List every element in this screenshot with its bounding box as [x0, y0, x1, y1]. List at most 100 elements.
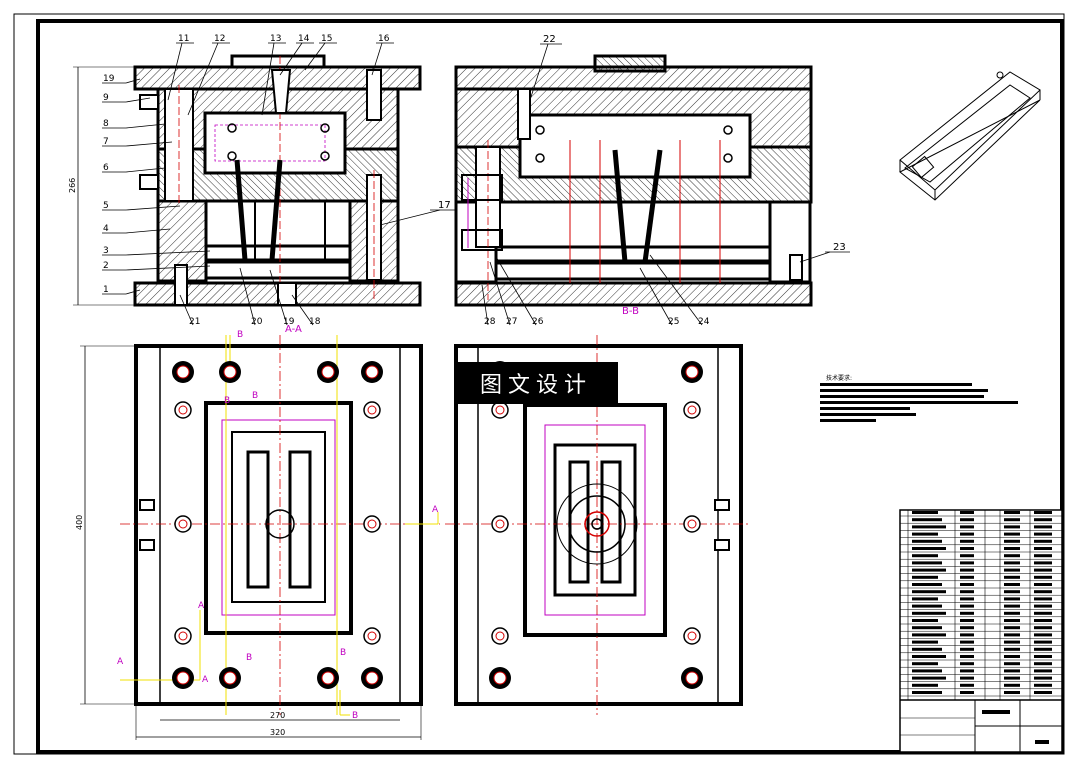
- bom-cell: [1034, 590, 1052, 594]
- bom-cell: [912, 583, 942, 586]
- leader-line: [125, 250, 211, 256]
- leader-line: [304, 42, 326, 71]
- bom-cell: [912, 611, 946, 615]
- leader-line: [125, 78, 141, 84]
- dimension-plan-height: 400: [75, 515, 84, 530]
- part-number-label: 28: [484, 317, 496, 327]
- screw-hole: [683, 627, 701, 645]
- leader-line: [261, 42, 275, 116]
- bom-cell: [1004, 590, 1020, 594]
- part-isometric-sketch: [899, 71, 1041, 201]
- bom-cell: [960, 662, 974, 666]
- part-number-label: 2: [103, 261, 109, 271]
- bom-cell: [1034, 619, 1052, 622]
- bom-cell: [1034, 604, 1052, 608]
- cut-marker-b-3: B: [252, 391, 258, 401]
- screw-hole: [491, 627, 509, 645]
- part-number-label: 19: [103, 74, 115, 84]
- part-number-label: 16: [378, 34, 390, 44]
- screw-hole: [687, 405, 697, 415]
- leader-line: [125, 289, 141, 295]
- leader-line: [125, 205, 181, 211]
- screw-hole: [178, 405, 188, 415]
- bolt-hole: [223, 671, 237, 685]
- bolt-hole: [685, 365, 699, 379]
- bom-cell: [1034, 611, 1052, 615]
- part-number-label: 6: [103, 163, 109, 173]
- cut-marker-b-1: B: [237, 330, 243, 340]
- bom-cell: [912, 511, 938, 514]
- bom-cell: [1034, 525, 1052, 529]
- bom-cell: [912, 554, 938, 558]
- part-number-label: 20: [251, 317, 263, 327]
- inner-border: [36, 19, 1064, 754]
- cut-marker-b-6: B: [352, 711, 358, 721]
- bolt-hole: [223, 365, 237, 379]
- leader-line: [125, 228, 171, 234]
- bom-cell: [1004, 626, 1020, 630]
- bom-cell: [1034, 662, 1052, 666]
- screw-hole: [495, 631, 505, 641]
- screw-hole: [495, 405, 505, 415]
- leader-line: [494, 254, 537, 326]
- bom-cell: [1004, 532, 1020, 536]
- screw-hole: [178, 631, 188, 641]
- bom-cell: [1034, 626, 1052, 630]
- cut-marker-b-2: B: [224, 396, 230, 406]
- bom-cell: [912, 575, 938, 579]
- bom-cell: [960, 691, 974, 694]
- part-number-label: 27: [506, 317, 517, 327]
- bom-cell: [960, 647, 974, 651]
- bom-cell: [912, 691, 942, 694]
- bom-cell: [1034, 511, 1052, 514]
- bom-cell: [1004, 691, 1020, 694]
- bom-cell: [1004, 655, 1020, 658]
- bom-cell: [1004, 518, 1020, 522]
- screw-hole: [687, 631, 697, 641]
- bom-cell: [1004, 511, 1020, 514]
- bom-cell: [1034, 539, 1052, 543]
- leader-line: [167, 42, 183, 101]
- part-number-label: 26: [532, 317, 544, 327]
- watermark-text: 图文设计: [480, 373, 592, 398]
- part-number-label: 5: [103, 201, 109, 211]
- bom-cell: [1034, 575, 1052, 579]
- bom-cell: [960, 683, 974, 687]
- screw-hole: [683, 515, 701, 533]
- part-number-label: 4: [103, 224, 109, 234]
- bom-cell: [1004, 662, 1020, 666]
- bom-cell: [912, 547, 946, 550]
- screw-hole: [174, 401, 192, 419]
- leader-line: [371, 42, 383, 76]
- bom-cell: [1034, 676, 1052, 680]
- leader-line: [125, 97, 151, 103]
- part-number-label: 11: [178, 34, 189, 44]
- bom-cell: [960, 511, 974, 514]
- bom-cell: [1004, 683, 1020, 687]
- part-number-label: 24: [698, 317, 710, 327]
- bom-cell: [1004, 554, 1020, 558]
- screw-hole: [491, 515, 509, 533]
- bom-cell: [960, 539, 974, 543]
- bom-cell: [912, 532, 938, 536]
- bom-cell: [912, 662, 938, 666]
- section-view-bb: [454, 54, 813, 307]
- bom-cell: [912, 525, 946, 529]
- cut-marker-a-1: A: [117, 657, 124, 667]
- bom-cell: [1034, 561, 1052, 565]
- bolt-hole: [493, 671, 507, 685]
- bom-cell: [1034, 583, 1052, 586]
- section-label-aa: A-A: [285, 324, 302, 335]
- screw-hole: [174, 627, 192, 645]
- leader-line: [649, 254, 703, 326]
- bom-cell: [960, 583, 974, 586]
- bom-cell: [1004, 633, 1020, 637]
- cut-marker-b-5: B: [340, 648, 346, 658]
- part-number-label: 18: [309, 317, 321, 327]
- bom-cell: [912, 626, 942, 630]
- screw-hole: [367, 519, 377, 529]
- bom-cell: [912, 568, 946, 572]
- bom-cell: [1004, 568, 1020, 572]
- leader-line: [125, 265, 211, 271]
